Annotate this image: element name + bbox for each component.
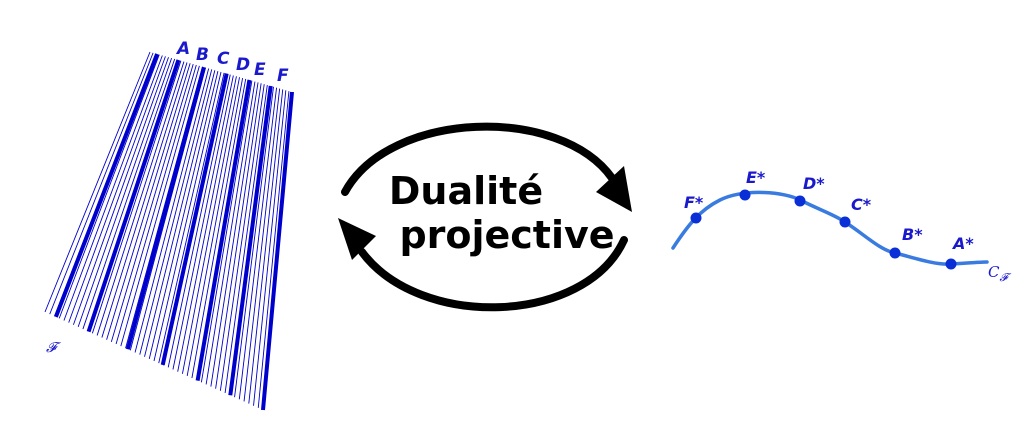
line-label-c: C [217,49,230,69]
top-arc-arrow-shaft [341,122,616,196]
thin-family-line [134,68,210,353]
thin-family-line [210,82,259,387]
thick-family-line [125,66,206,350]
thin-family-line [148,71,219,359]
thin-family-line [248,89,284,404]
thin-family-line [172,75,234,370]
thin-family-line [257,91,290,408]
curve-point-label: B* [902,225,923,244]
line-label-d: D [236,55,250,75]
thick-family-line [54,53,159,318]
curve-label-main: C [988,263,1000,281]
thick-family-line [86,59,181,333]
dual-curve [671,190,989,266]
thin-family-line [115,64,197,345]
thick-family-line [261,91,294,411]
thin-family-line [219,84,265,391]
thin-family-line [96,61,185,336]
curve-point [794,195,806,207]
line-label-a: A [175,39,190,59]
thin-family-line [91,60,182,334]
thin-family-line [158,72,225,364]
thin-family-line [177,76,237,372]
curve-point-label: F* [684,193,704,212]
thin-family-line [243,88,281,402]
thin-family-line [139,69,213,355]
dual-curve-panel: F* E* D* C* B* A* C𝓕 [671,168,1011,284]
thin-family-line [167,74,231,368]
thin-family-line [144,70,216,357]
thick-family-line [195,79,252,381]
thin-family-line [110,64,194,342]
thin-family-line [73,57,169,325]
thick-family-line [228,85,273,396]
thick-lines-group [54,53,294,411]
center-title-line2: projective [399,213,614,257]
thin-family-line [68,56,166,323]
curve-label-sub: 𝓕 [999,271,1011,284]
curve-label: C𝓕 [988,263,1011,284]
duality-arrows-group: Dualité projective [338,122,632,312]
thin-family-line [205,81,256,385]
thin-family-line [63,55,163,321]
curve-point [889,247,901,259]
thin-lines-group [44,51,293,411]
top-arc-arrowhead-icon [596,166,632,212]
thin-family-line [200,80,253,383]
thin-family-line [224,84,268,394]
curve-point-label: A* [951,234,974,253]
thin-family-line [44,51,151,313]
thin-family-line [253,90,287,406]
line-label-f: F [277,66,289,86]
thin-family-line [106,63,191,340]
thin-family-line [153,71,222,362]
family-symbol-label: 𝓕 [46,340,61,356]
curve-point [690,212,702,224]
thin-family-line [238,87,278,400]
thin-family-line [186,78,244,376]
thin-family-line [82,58,176,330]
thin-family-line [101,62,188,338]
thin-family-line [215,83,262,389]
center-title-line1: Dualité [389,169,543,213]
thick-family-line [160,73,229,366]
curve-point [945,258,957,270]
thin-family-line [49,52,154,315]
bottom-arc-arrowhead-icon [338,218,376,260]
thin-family-line [234,86,274,398]
thin-family-line [181,77,240,374]
curve-points-group: F* E* D* C* B* A* [684,168,974,270]
curve-point-label: E* [746,168,766,187]
curve-point-label: C* [851,195,872,214]
thin-family-line [191,78,247,379]
thin-family-line [58,54,160,319]
curve-point [739,189,751,201]
bottom-arc-arrow-shaft [358,236,628,312]
thin-family-line [120,65,200,347]
curve-point-label: D* [803,174,825,193]
curve-point [839,216,851,228]
thin-family-line [77,57,173,328]
line-label-b: B [196,45,209,65]
line-label-e: E [254,60,266,80]
